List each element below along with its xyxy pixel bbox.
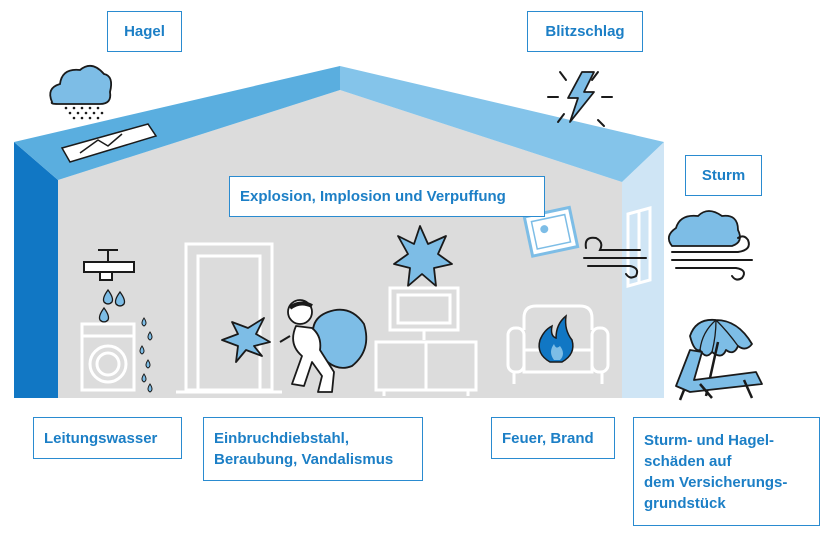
label-grundstueck: Sturm- und Hagel- schäden auf dem Versic… xyxy=(633,417,820,526)
roof-right xyxy=(340,66,664,182)
water-drops-icon xyxy=(139,317,153,393)
wind-cloud-icon xyxy=(667,210,753,281)
broken-glass-icon xyxy=(221,317,271,363)
skylight-icon xyxy=(60,123,158,163)
hail-cloud-icon xyxy=(49,64,113,120)
label-hagel: Hagel xyxy=(107,11,182,52)
explosion-icon xyxy=(393,225,453,287)
washing-machine-icon xyxy=(80,322,136,392)
window-icon xyxy=(626,206,652,288)
label-leitungswasser: Leitungswasser xyxy=(33,417,182,459)
picture-frame-icon xyxy=(522,205,580,258)
label-sturm: Sturm xyxy=(685,155,762,196)
house-right-wall xyxy=(622,142,664,398)
label-einbruch: Einbruchdiebstahl, Beraubung, Vandalismu… xyxy=(203,417,423,481)
label-feuer: Feuer, Brand xyxy=(491,417,615,459)
fire-icon xyxy=(538,314,574,363)
wind-gust-icon xyxy=(583,236,647,279)
label-blitzschlag: Blitzschlag xyxy=(527,11,643,52)
house-left-wall xyxy=(14,142,58,398)
tv-cabinet-icon xyxy=(374,286,478,396)
burglar-icon xyxy=(279,299,368,393)
label-explosion: Explosion, Implosion und Verpuffung xyxy=(229,176,545,217)
water-tap-icon xyxy=(83,249,135,323)
deck-chair-icon xyxy=(675,349,763,401)
lightning-icon xyxy=(547,71,613,127)
